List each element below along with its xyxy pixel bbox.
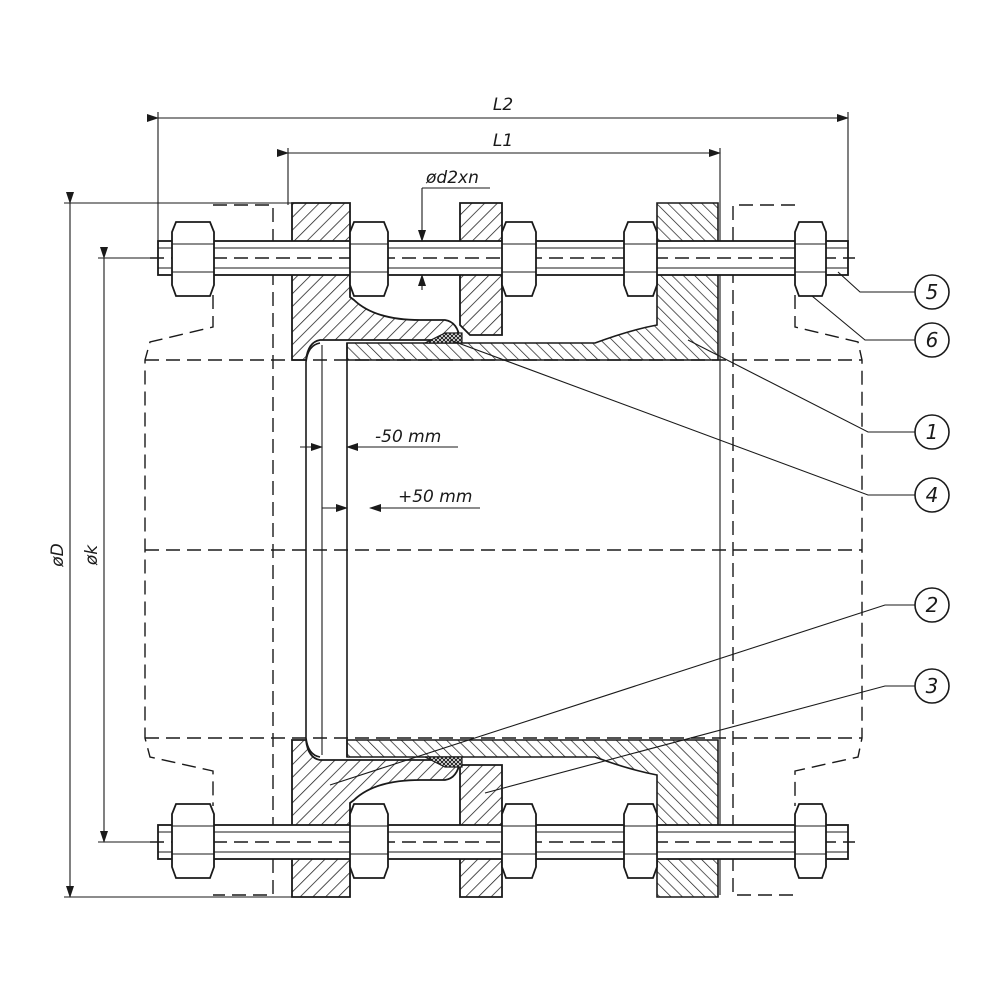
- balloon-1-text: 1: [926, 420, 939, 444]
- nuts-top: [171, 221, 827, 297]
- leader-lines: [329, 271, 915, 794]
- seal-bottom: [424, 756, 463, 768]
- balloon-6: 6: [914, 322, 950, 358]
- dimension-plus-50: +50 mm: [322, 487, 480, 512]
- sleeve-travel-lines: [321, 205, 721, 895]
- balloon-2-text: 2: [926, 593, 939, 617]
- dimension-l1: L1: [277, 131, 721, 205]
- dimension-bolt-circle: øk: [82, 247, 158, 843]
- outer-diameter-label: øD: [48, 543, 68, 568]
- balloon-4: 4: [914, 477, 950, 513]
- right-adjacent-flange: [732, 204, 863, 896]
- d2xn-label: ød2xn: [425, 168, 479, 188]
- flanged-spigot-bottom: [346, 739, 719, 898]
- l1-label: L1: [493, 131, 513, 151]
- balloon-5-text: 5: [926, 280, 939, 304]
- balloon-1: 1: [914, 414, 950, 450]
- balloon-3: 3: [914, 668, 950, 704]
- balloon-2: 2: [914, 587, 950, 623]
- balloon-4-text: 4: [926, 483, 939, 507]
- plus-50-label: +50 mm: [398, 487, 472, 507]
- left-adjacent-flange: [144, 204, 274, 896]
- sleeve-inner-outline: [305, 342, 348, 758]
- balloon-5: 5: [914, 274, 950, 310]
- bolt-circle-label: øk: [82, 544, 102, 566]
- pipe-outline-dashed: [145, 359, 862, 739]
- dimension-minus-50: -50 mm: [300, 427, 458, 451]
- dimension-l2: L2: [147, 95, 849, 245]
- dimension-outer-diameter: øD: [48, 192, 292, 898]
- balloon-6-text: 6: [926, 328, 939, 352]
- nuts-bottom: [171, 803, 827, 879]
- l2-label: L2: [493, 95, 513, 115]
- dimension-d2xn: ød2xn: [418, 168, 490, 290]
- balloon-3-text: 3: [926, 674, 939, 698]
- minus-50-label: -50 mm: [375, 427, 441, 447]
